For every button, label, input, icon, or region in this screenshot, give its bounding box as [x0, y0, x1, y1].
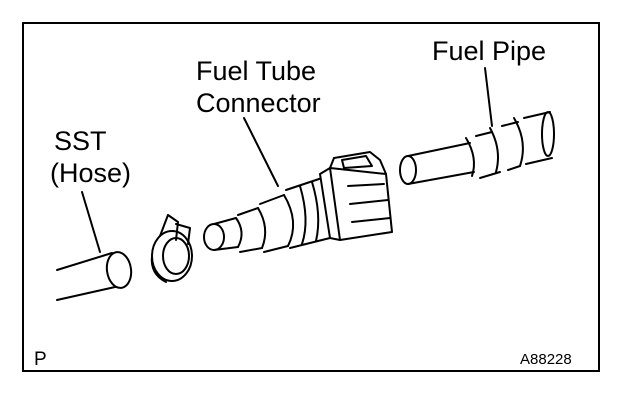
connector-label-line1: Fuel Tube [196, 56, 317, 86]
sst-leader-line [81, 191, 101, 253]
figure-id: A88228 [520, 351, 572, 368]
fuel-pipe-leader-line [484, 67, 493, 127]
connector-label-line2: Connector [196, 88, 321, 118]
connector-leader-line [243, 117, 279, 187]
hose-clamp [150, 214, 193, 283]
diagram-frame [22, 22, 600, 372]
fuel-tube-connector [203, 151, 393, 253]
fuel-pipe-label: Fuel Pipe [432, 36, 547, 66]
sst-label-line2: (Hose) [50, 158, 132, 188]
corner-code: P [34, 349, 47, 370]
sst-label-line1: SST [54, 126, 107, 156]
fuel-pipe [399, 111, 555, 185]
sst-hose [56, 251, 133, 301]
